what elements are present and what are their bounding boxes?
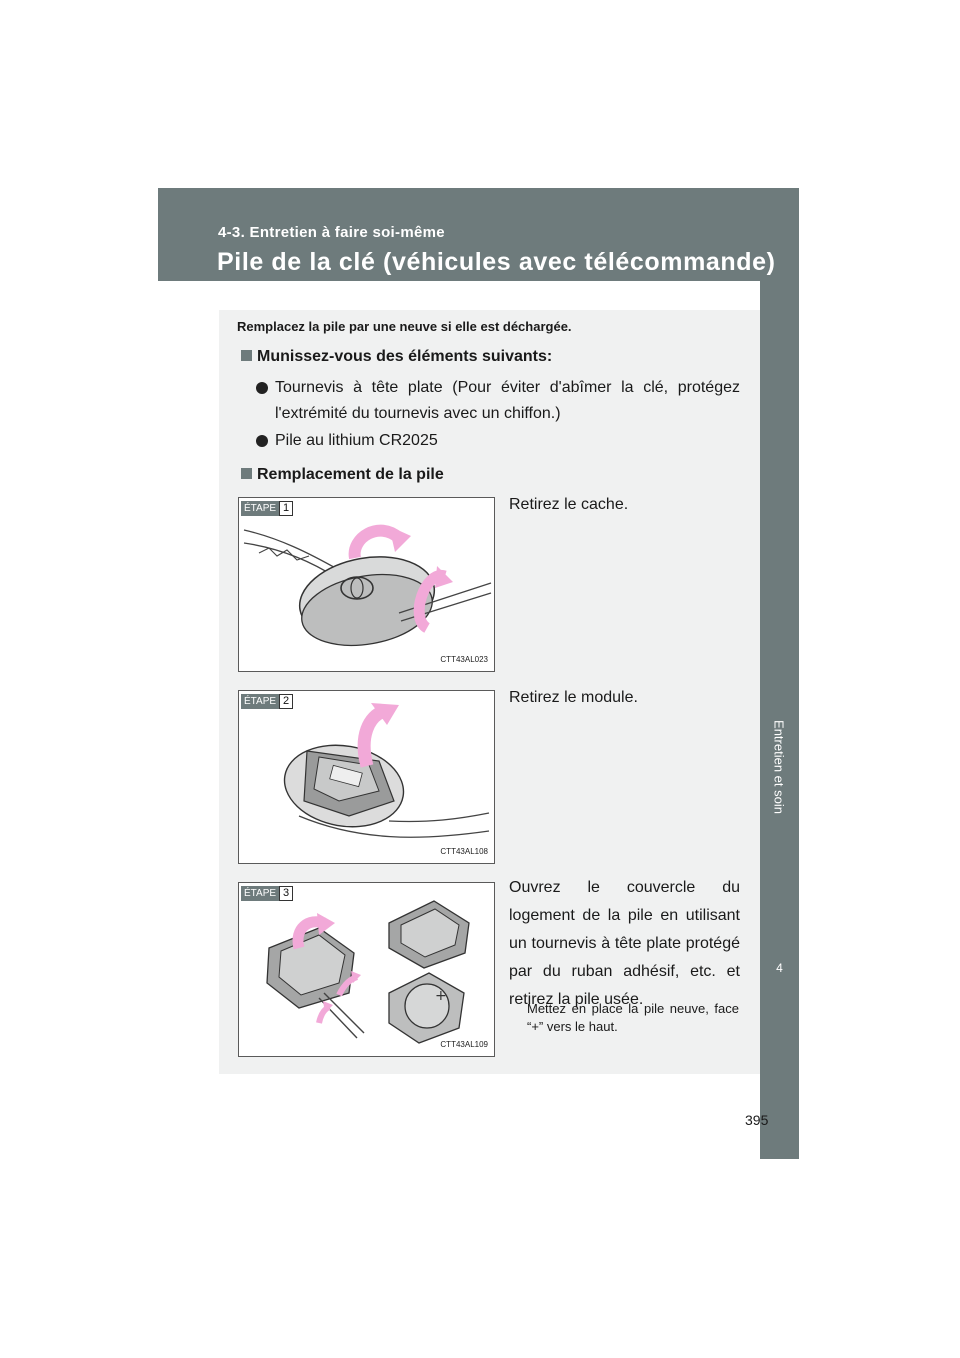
- chapter-number: 4: [776, 961, 783, 975]
- svg-text:+: +: [435, 988, 447, 1004]
- key-cover-illustration: [243, 524, 492, 647]
- round-bullet-icon: [256, 435, 268, 447]
- step-3-note: Mettez en place la pile neuve, face “+” …: [527, 1001, 739, 1034]
- round-bullet-icon: [256, 382, 268, 394]
- page-number: 395: [745, 1112, 769, 1128]
- step-1-text: Retirez le cache.: [509, 496, 629, 513]
- battery-replacement-illustration: +: [266, 900, 470, 1044]
- chapter-side-tab: 4: [760, 281, 799, 1159]
- requirement-item: Tournevis à tête plate (Pour éviter d'ab…: [275, 379, 740, 422]
- figure-code: CTT43AL023: [440, 655, 488, 664]
- requirement-item: Pile au lithium CR2025: [275, 432, 438, 449]
- figure-code: CTT43AL109: [440, 1040, 488, 1049]
- square-bullet-icon: [241, 350, 252, 361]
- intro-text: Remplacez la pile par une neuve si elle …: [237, 319, 572, 334]
- requirements-heading: Munissez-vous des éléments suivants:: [241, 348, 552, 366]
- square-bullet-icon: [241, 468, 252, 479]
- step-3-text: Ouvrez le couvercle du logement de la pi…: [509, 879, 740, 1008]
- section-label: 4-3. Entretien à faire soi-même: [218, 224, 445, 241]
- replacement-heading: Remplacement de la pile: [241, 466, 444, 484]
- page-title: Pile de la clé (véhicules avec télécomma…: [217, 248, 776, 276]
- key-module-illustration: [283, 703, 490, 838]
- chapter-tab-label: Entretien et soin: [771, 720, 787, 814]
- figure-code: CTT43AL108: [440, 847, 488, 856]
- step-2-text: Retirez le module.: [509, 689, 638, 706]
- chapter-header: [158, 188, 799, 281]
